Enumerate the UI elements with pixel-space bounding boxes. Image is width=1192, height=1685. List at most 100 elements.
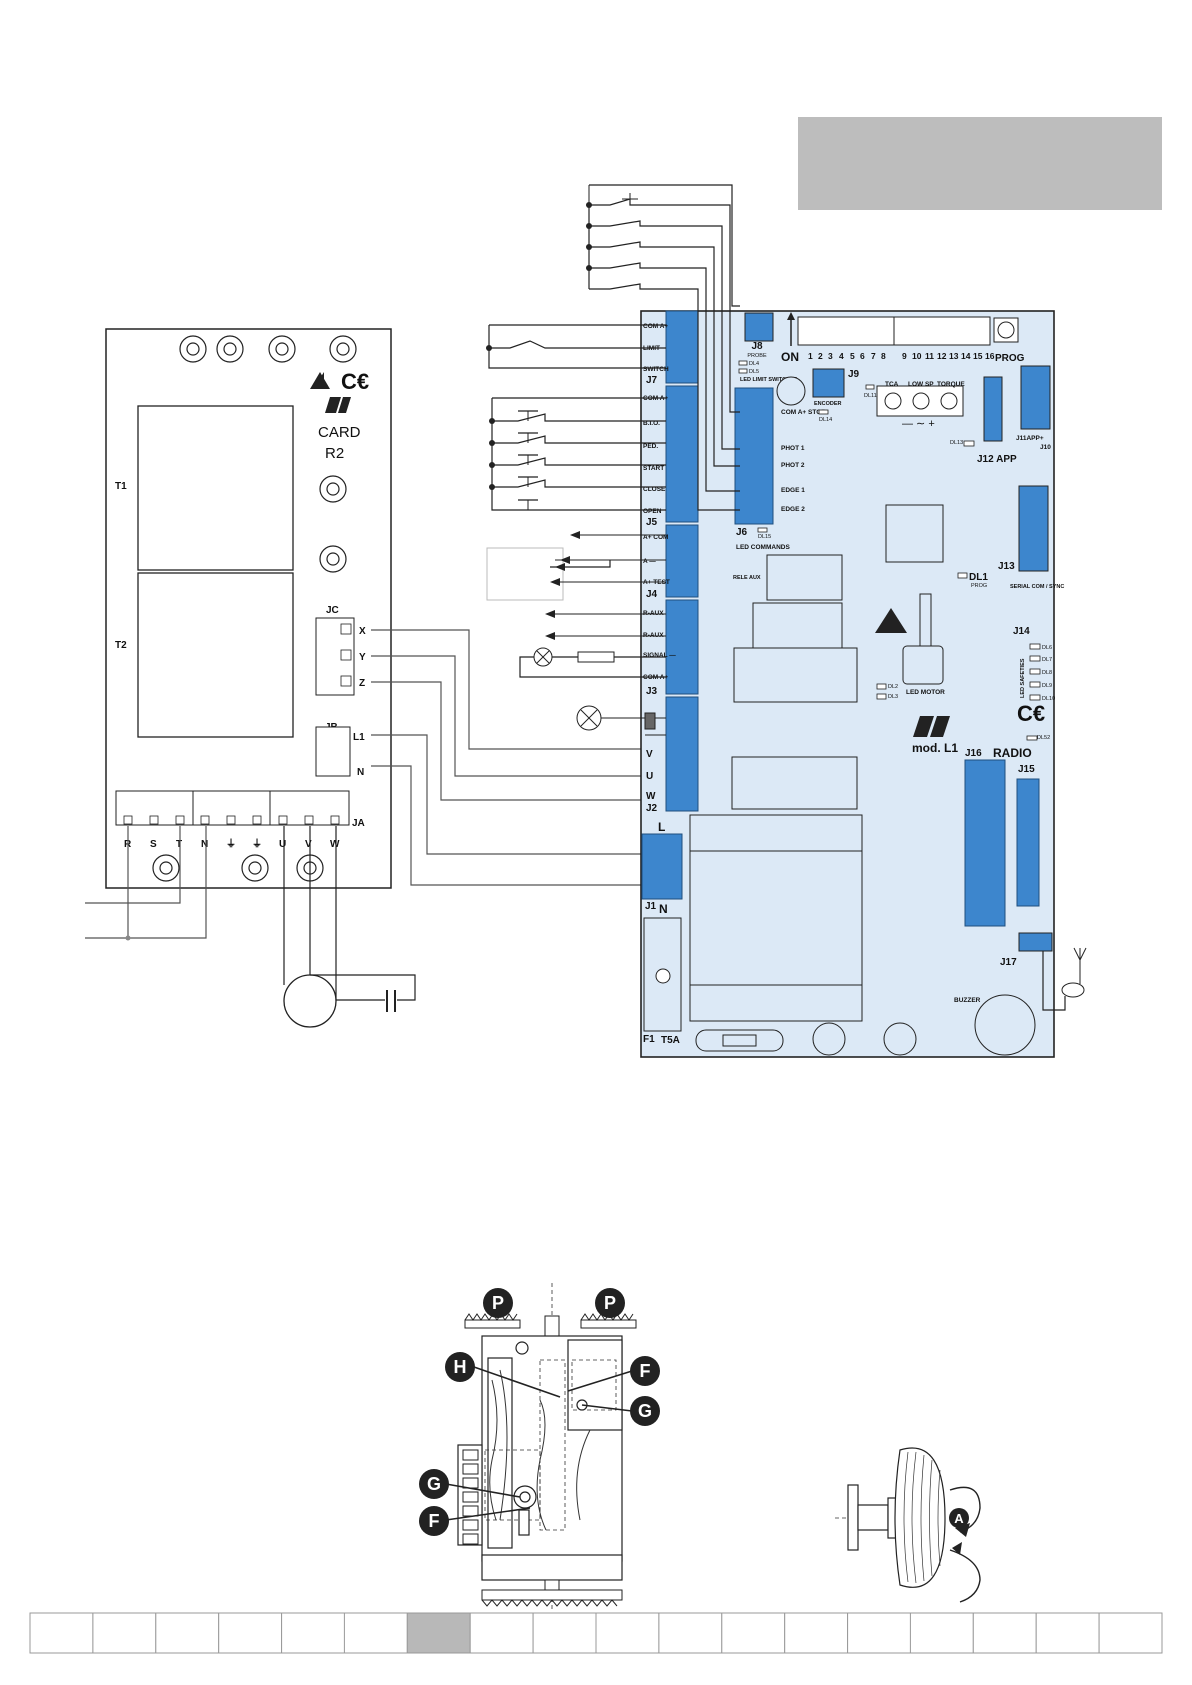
footer-tab-6[interactable] — [343, 1612, 408, 1654]
footer-tab-18[interactable] — [1098, 1612, 1163, 1654]
svg-text:PHOT 2: PHOT 2 — [781, 462, 805, 469]
j17-connector — [1018, 932, 1053, 952]
transformer-t1 — [137, 405, 294, 571]
footer-tab-7[interactable] — [406, 1612, 471, 1654]
transformer-t2 — [137, 572, 294, 738]
svg-text:OPEN: OPEN — [643, 508, 662, 515]
callout-f-top: F — [640, 1361, 651, 1381]
terminal-j4 — [665, 524, 699, 598]
callout-a: A — [954, 1511, 964, 1526]
callout-g-top: G — [638, 1401, 652, 1421]
interconnect-wiring — [371, 629, 642, 886]
svg-text:DL2: DL2 — [888, 684, 898, 690]
svg-text:A+ COM: A+ COM — [643, 534, 668, 541]
svg-text:DL10: DL10 — [1042, 696, 1055, 702]
svg-text:N: N — [659, 902, 668, 916]
footer-tab-8[interactable] — [469, 1612, 534, 1654]
callout-p-right: P — [604, 1293, 616, 1313]
ja-pins — [123, 815, 340, 825]
j4-label: J4 — [646, 589, 658, 600]
microcontroller — [885, 504, 944, 563]
svg-text:10: 10 — [912, 351, 922, 361]
j15-label: J15 — [1018, 764, 1035, 775]
jc-label: JC — [326, 605, 339, 616]
footer-tab-5[interactable] — [281, 1612, 346, 1654]
j14-label: J14 — [1013, 626, 1030, 637]
j8-sub: PROBE — [747, 353, 767, 359]
footer-tab-13[interactable] — [784, 1612, 849, 1654]
rele-aux-label: RELE AUX — [733, 575, 761, 581]
dl1-label: DL1 — [969, 572, 988, 583]
footer-tab-17[interactable] — [1035, 1612, 1100, 1654]
dip-numbers: 1 2 3 4 5 6 7 8 9 10 11 12 13 14 15 16 — [808, 351, 995, 361]
jc-z: Z — [359, 678, 365, 689]
svg-text:DL52: DL52 — [1037, 735, 1050, 741]
j6-label: J6 — [736, 527, 748, 538]
transformer-t1-label: T1 — [115, 481, 127, 492]
svg-text:DL11: DL11 — [864, 393, 877, 399]
brand-logo-icon — [325, 397, 351, 413]
led-motor-label: LED MOTOR — [906, 689, 945, 696]
external-input-wiring — [486, 184, 740, 736]
footer-tab-16[interactable] — [972, 1612, 1037, 1654]
svg-text:3: 3 — [828, 351, 833, 361]
svg-text:4: 4 — [839, 351, 844, 361]
control-board: J8 PROBE ON 1 2 3 4 5 6 7 8 9 10 11 12 1… — [640, 310, 1087, 1058]
svg-text:8: 8 — [881, 351, 886, 361]
ja-earth-2: ⏚ — [252, 838, 262, 850]
j1-label: J1 — [645, 901, 657, 912]
ja-label: JA — [352, 818, 365, 829]
terminal-j3 — [665, 599, 699, 695]
svg-text:DL3: DL3 — [888, 694, 898, 700]
j2-label: J2 — [646, 803, 658, 814]
terminal-j1 — [641, 833, 683, 900]
callout-g-bottom: G — [427, 1474, 441, 1494]
adjustment-knob: A — [835, 1447, 981, 1603]
callout-p-left: P — [492, 1293, 504, 1313]
prog-label: PROG — [995, 353, 1025, 364]
j11-label: J11APP+ — [1016, 435, 1044, 442]
footer-tab-9[interactable] — [532, 1612, 597, 1654]
svg-text:DL7: DL7 — [1042, 657, 1052, 663]
led-safeties: LED SAFETIES — [1020, 658, 1026, 698]
jb-n: N — [357, 767, 364, 778]
footer-tab-2[interactable] — [92, 1612, 157, 1654]
j11-connector — [1020, 365, 1051, 430]
svg-text:TCA: TCA — [885, 381, 899, 388]
j9-connector — [812, 368, 845, 398]
svg-text:14: 14 — [961, 351, 971, 361]
svg-text:DL6: DL6 — [1042, 645, 1052, 651]
fuse-value: T5A — [661, 1035, 680, 1046]
footer-tab-1[interactable] — [29, 1612, 94, 1654]
svg-text:16: 16 — [985, 351, 995, 361]
footer-tab-10[interactable] — [595, 1612, 660, 1654]
ja-earth-1: ⏚ — [226, 838, 236, 850]
j8-connector — [744, 312, 774, 342]
model-label: mod. L1 — [912, 741, 958, 755]
svg-text:A —: A — — [643, 558, 656, 565]
svg-text:SWITCH: SWITCH — [643, 366, 669, 373]
svg-text:12: 12 — [937, 351, 947, 361]
svg-text:L: L — [658, 820, 665, 834]
footer-tab-15[interactable] — [909, 1612, 974, 1654]
terminal-j6 — [734, 387, 774, 525]
svg-text:9: 9 — [902, 351, 907, 361]
footer-tab-3[interactable] — [155, 1612, 220, 1654]
ce-mark-icon: C€ — [341, 369, 369, 394]
buzzer-label: BUZZER — [954, 997, 981, 1004]
footer-tab-11[interactable] — [658, 1612, 723, 1654]
callout-f-bottom: F — [429, 1511, 440, 1531]
motor-symbol — [283, 974, 337, 1028]
j17-label: J17 — [1000, 957, 1017, 968]
ja-s: S — [150, 839, 157, 850]
svg-text:LOW SP: LOW SP — [908, 381, 934, 388]
j5-label: J5 — [646, 517, 658, 528]
svg-text:DL15: DL15 — [758, 534, 771, 540]
j13-connector — [1018, 485, 1049, 572]
footer-tab-12[interactable] — [721, 1612, 786, 1654]
j3-label: J3 — [646, 686, 658, 697]
footer-tab-4[interactable] — [218, 1612, 283, 1654]
footer-tab-14[interactable] — [847, 1612, 911, 1654]
accessory-box — [486, 547, 564, 601]
buzzer — [974, 994, 1036, 1056]
